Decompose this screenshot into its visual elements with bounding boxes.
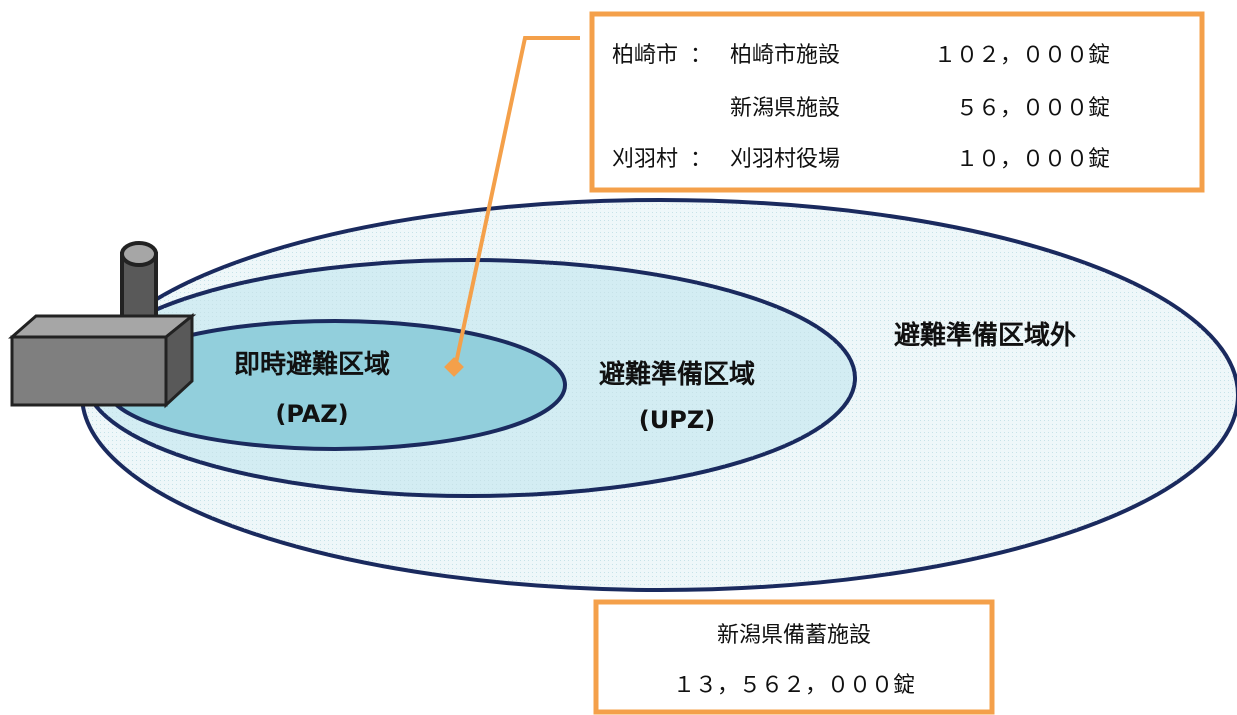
stockpile-row-1-municipality: 柏崎市 <box>612 43 678 68</box>
upz-zone-name: 避難準備区域 <box>599 359 755 390</box>
stockpile-row-3-municipality: 刈羽村 <box>612 147 678 172</box>
prefecture-stockpile-box: 新潟県備蓄施設 １３，５６２，０００錠 <box>593 599 995 715</box>
prefecture-stockpile-facility: 新潟県備蓄施設 <box>717 623 871 648</box>
paz-stockpile-box: 柏崎市 ： 柏崎市施設 １０２，０００錠 新潟県施設 ５６，０００錠 刈羽村 ：… <box>589 11 1205 193</box>
paz-zone-name: 即時避難区域 <box>234 349 390 380</box>
paz-zone-code: (PAZ) <box>275 400 348 428</box>
upz-zone-code: (UPZ) <box>639 406 715 434</box>
outside-zone-name: 避難準備区域外 <box>894 320 1076 351</box>
callout-leader-line <box>453 36 580 369</box>
stockpile-row-1-separator: ： <box>690 43 712 68</box>
stockpile-row-2-facility: 新潟県施設 <box>730 96 840 121</box>
prefecture-stockpile-amount: １３，５６２，０００錠 <box>673 673 915 698</box>
stockpile-row-3-separator: ： <box>690 147 712 172</box>
stockpile-row-3-facility: 刈羽村役場 <box>730 147 840 172</box>
nuclear-plant-icon <box>8 241 197 409</box>
stockpile-row-1-facility: 柏崎市施設 <box>730 43 840 68</box>
stockpile-row-2-amount: ５６，０００錠 <box>956 96 1110 121</box>
stockpile-row-3-amount: １０，０００錠 <box>956 147 1110 172</box>
callout-anchor-marker <box>444 357 464 377</box>
stockpile-row-1-amount: １０２，０００錠 <box>934 43 1110 68</box>
